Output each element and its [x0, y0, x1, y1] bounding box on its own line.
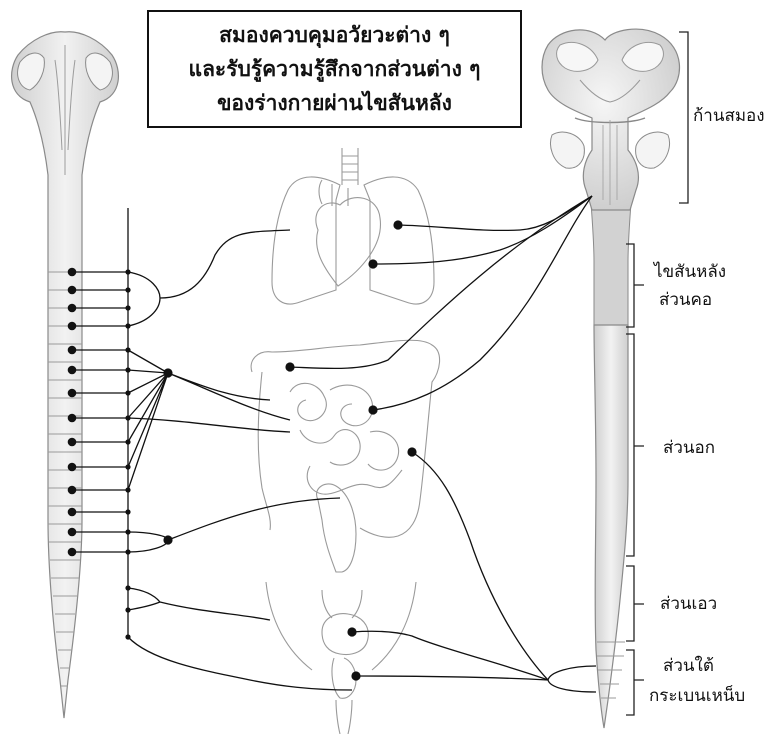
organs	[251, 148, 439, 734]
nerve-sacral-to-genital	[356, 676, 548, 680]
small-intestine	[290, 383, 402, 494]
bladder	[322, 614, 368, 655]
nerve-sacral-to-colon	[412, 452, 548, 680]
left-spinal-cord	[12, 32, 119, 718]
title-line-2: และรับรู้ความรู้สึกจากส่วนต่าง ๆ	[189, 52, 481, 86]
heart	[316, 198, 381, 286]
nerve-lines	[72, 208, 352, 690]
brainstem-illustration	[542, 29, 679, 210]
nerve-brainstem-to-intestine	[373, 196, 592, 410]
stomach	[317, 484, 356, 572]
bracket-sacral	[626, 650, 634, 715]
label-sacral-2: กระเบนเหน็บ	[649, 684, 745, 708]
sacral-loop	[548, 666, 596, 692]
label-lumbar: ส่วนเอว	[660, 592, 717, 616]
lungs	[272, 177, 434, 304]
title-line-1: สมองควบคุมอวัยวะต่าง ๆ	[219, 18, 450, 52]
nerve-brainstem-to-lungs	[398, 196, 592, 230]
bracket-brainstem	[679, 32, 688, 203]
nerve-sacral-to-bladder	[352, 631, 548, 680]
right-spinal-cord	[542, 29, 679, 728]
label-cervical-1: ไขสันหลัง	[654, 260, 726, 284]
ganglion-dots	[163, 368, 172, 544]
pelvis-outline	[266, 582, 416, 670]
label-thoracic: ส่วนอก	[663, 436, 715, 460]
large-intestine	[251, 340, 439, 537]
title-box: สมองควบคุมอวัยวะต่าง ๆ และรับรู้ความรู้ส…	[147, 10, 522, 128]
title-line-3: ของร่างกายผ่านไขสันหลัง	[217, 86, 452, 120]
trachea	[342, 148, 358, 185]
label-sacral-1: ส่วนใต้	[663, 654, 714, 678]
label-brainstem: ก้านสมอง	[693, 104, 765, 128]
bracket-lumbar	[626, 566, 634, 641]
reproductive-organ	[332, 658, 356, 734]
organ-target-dots	[285, 220, 416, 680]
label-cervical-2: ส่วนคอ	[659, 288, 712, 312]
